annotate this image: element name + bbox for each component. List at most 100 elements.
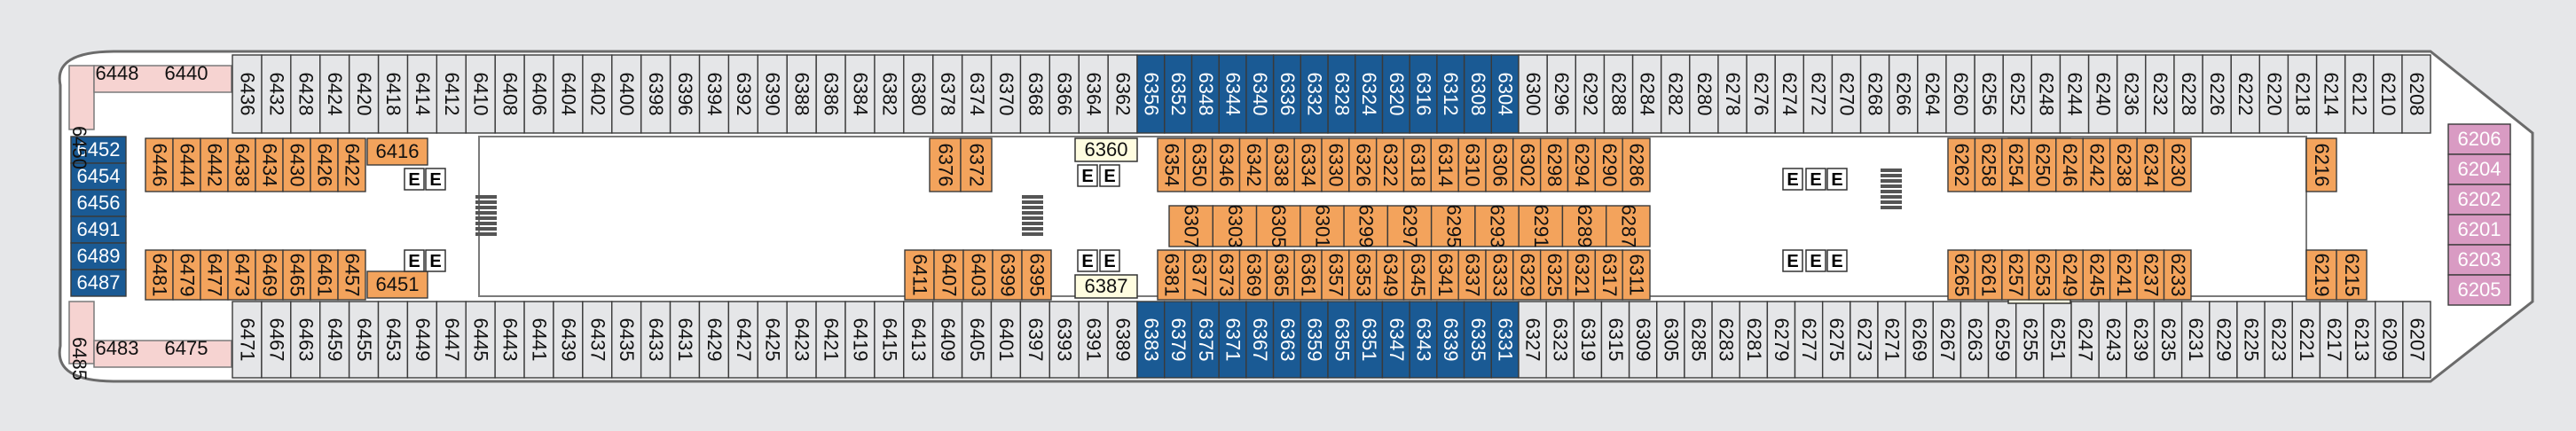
cabin-box[interactable] — [990, 301, 1022, 379]
cabin-box[interactable] — [2346, 301, 2376, 379]
cabin-6212[interactable]: 6212 — [2344, 54, 2375, 134]
cabin-6379[interactable]: 6379 — [1164, 301, 1193, 379]
cabin-box[interactable] — [436, 301, 467, 379]
cabin-6207[interactable]: 6207 — [2402, 301, 2431, 379]
cabin-6384[interactable]: 6384 — [844, 54, 876, 134]
cabin-box[interactable] — [962, 249, 993, 301]
cabin-6265[interactable]: 6265 — [1947, 249, 1976, 301]
cabin-6383[interactable]: 6383 — [1136, 301, 1166, 379]
cabin-box[interactable] — [290, 301, 321, 379]
cabin-box[interactable] — [933, 249, 964, 301]
cabin-6271[interactable]: 6271 — [1877, 301, 1906, 379]
cabin-box[interactable] — [1343, 205, 1389, 247]
cabin-6306[interactable]: 6306 — [1485, 137, 1514, 192]
cabin-box[interactable] — [2230, 54, 2260, 134]
cabin-6257[interactable]: 6257 — [2001, 249, 2030, 301]
cabin-6280[interactable]: 6280 — [1689, 54, 1719, 134]
cabin-6288[interactable]: 6288 — [1603, 54, 1634, 134]
cabin-6421[interactable]: 6421 — [815, 301, 846, 379]
cabin-box[interactable] — [698, 54, 730, 134]
cabin-6321[interactable]: 6321 — [1567, 249, 1597, 301]
cabin-6425[interactable]: 6425 — [757, 301, 788, 379]
cabin-box[interactable] — [348, 54, 380, 134]
cabin-6452[interactable]: 6452 — [70, 136, 127, 164]
cabin-6304[interactable]: 6304 — [1490, 54, 1520, 134]
cabin-6220[interactable]: 6220 — [2258, 54, 2289, 134]
cabin-6290[interactable]: 6290 — [1594, 137, 1623, 192]
cabin-box[interactable] — [1575, 54, 1606, 134]
cabin-box[interactable] — [1381, 301, 1410, 379]
cabin-6397[interactable]: 6397 — [1019, 301, 1050, 379]
cabin-6230[interactable]: 6230 — [2163, 137, 2192, 192]
cabin-6255[interactable]: 6255 — [2015, 301, 2045, 379]
cabin-6270[interactable]: 6270 — [1831, 54, 1862, 134]
cabin-6299[interactable]: 6299 — [1343, 205, 1389, 248]
cabin-box[interactable] — [319, 54, 350, 134]
cabin-6434[interactable]: 6434 — [255, 137, 284, 192]
cabin-6438[interactable]: 6438 — [227, 137, 256, 192]
cabin-box[interactable] — [1567, 249, 1597, 301]
cabin-6204[interactable]: 6204 — [2447, 153, 2511, 185]
cabin-6247[interactable]: 6247 — [2070, 301, 2100, 379]
cabin-box[interactable] — [1850, 301, 1879, 379]
cabin-6378[interactable]: 6378 — [931, 54, 963, 134]
cabin-box[interactable] — [1945, 54, 1975, 134]
cabin-6457[interactable]: 6457 — [337, 249, 366, 301]
cabin-box[interactable] — [1573, 301, 1603, 379]
cabin-6295[interactable]: 6295 — [1430, 205, 1476, 248]
cabin-box[interactable] — [70, 216, 127, 244]
cabin-box[interactable] — [2209, 301, 2238, 379]
cabin-6329[interactable]: 6329 — [1512, 249, 1542, 301]
cabin-box[interactable] — [1457, 249, 1487, 301]
cabin-6341[interactable]: 6341 — [1430, 249, 1459, 301]
cabin-6389[interactable]: 6389 — [1107, 301, 1138, 379]
cabin-box[interactable] — [874, 54, 905, 134]
cabin-box[interactable] — [2153, 301, 2183, 379]
cabin-box[interactable] — [2401, 54, 2431, 134]
cabin-6345[interactable]: 6345 — [1402, 249, 1433, 301]
cabin-box[interactable] — [70, 269, 127, 297]
cabin-6465[interactable]: 6465 — [282, 249, 311, 301]
cabin-6435[interactable]: 6435 — [611, 301, 642, 379]
cabin-box[interactable] — [70, 136, 127, 164]
cabin-box[interactable] — [1157, 137, 1186, 192]
cabin-6325[interactable]: 6325 — [1539, 249, 1569, 301]
cabin-box[interactable] — [931, 301, 963, 379]
cabin-6335[interactable]: 6335 — [1463, 301, 1492, 379]
cabin-box[interactable] — [2373, 54, 2403, 134]
cabin-6213[interactable]: 6213 — [2346, 301, 2376, 379]
cabin-6392[interactable]: 6392 — [727, 54, 758, 134]
cabin-6256[interactable]: 6256 — [1974, 54, 2004, 134]
cabin-box[interactable] — [1293, 249, 1323, 301]
cabin-6258[interactable]: 6258 — [1974, 137, 2003, 192]
cabin-box[interactable] — [1136, 54, 1166, 134]
cabin-6479[interactable]: 6479 — [172, 249, 201, 301]
cabin-box[interactable] — [1327, 301, 1356, 379]
cabin-box[interactable] — [523, 301, 554, 379]
cabin-box[interactable] — [1561, 205, 1607, 247]
cabin-6467[interactable]: 6467 — [261, 301, 292, 379]
cabin-6451[interactable]: 6451 — [366, 270, 428, 299]
cabin-box[interactable] — [1594, 249, 1623, 301]
cabin-box[interactable] — [1631, 54, 1662, 134]
cabin-6303[interactable]: 6303 — [1212, 205, 1258, 248]
cabin-box[interactable] — [2447, 244, 2511, 276]
cabin-6326[interactable]: 6326 — [1348, 137, 1378, 192]
cabin-6331[interactable]: 6331 — [1490, 301, 1520, 379]
cabin-box[interactable] — [844, 54, 876, 134]
cabin-6418[interactable]: 6418 — [377, 54, 409, 134]
cabin-6356[interactable]: 6356 — [1136, 54, 1166, 134]
cabin-6362[interactable]: 6362 — [1107, 54, 1138, 134]
cabin-box[interactable] — [2145, 54, 2175, 134]
cabin-6370[interactable]: 6370 — [990, 54, 1022, 134]
cabin-6253[interactable]: 6253 — [2028, 249, 2057, 301]
cabin-6251[interactable]: 6251 — [2043, 301, 2072, 379]
cabin-box[interactable] — [2344, 54, 2375, 134]
cabin-box[interactable] — [436, 54, 467, 134]
cabin-6368[interactable]: 6368 — [1019, 54, 1050, 134]
cabin-6294[interactable]: 6294 — [1567, 137, 1597, 192]
cabin-6235[interactable]: 6235 — [2153, 301, 2183, 379]
cabin-6281[interactable]: 6281 — [1739, 301, 1769, 379]
cabin-box[interactable] — [1600, 301, 1630, 379]
cabin-6234[interactable]: 6234 — [2136, 137, 2165, 192]
